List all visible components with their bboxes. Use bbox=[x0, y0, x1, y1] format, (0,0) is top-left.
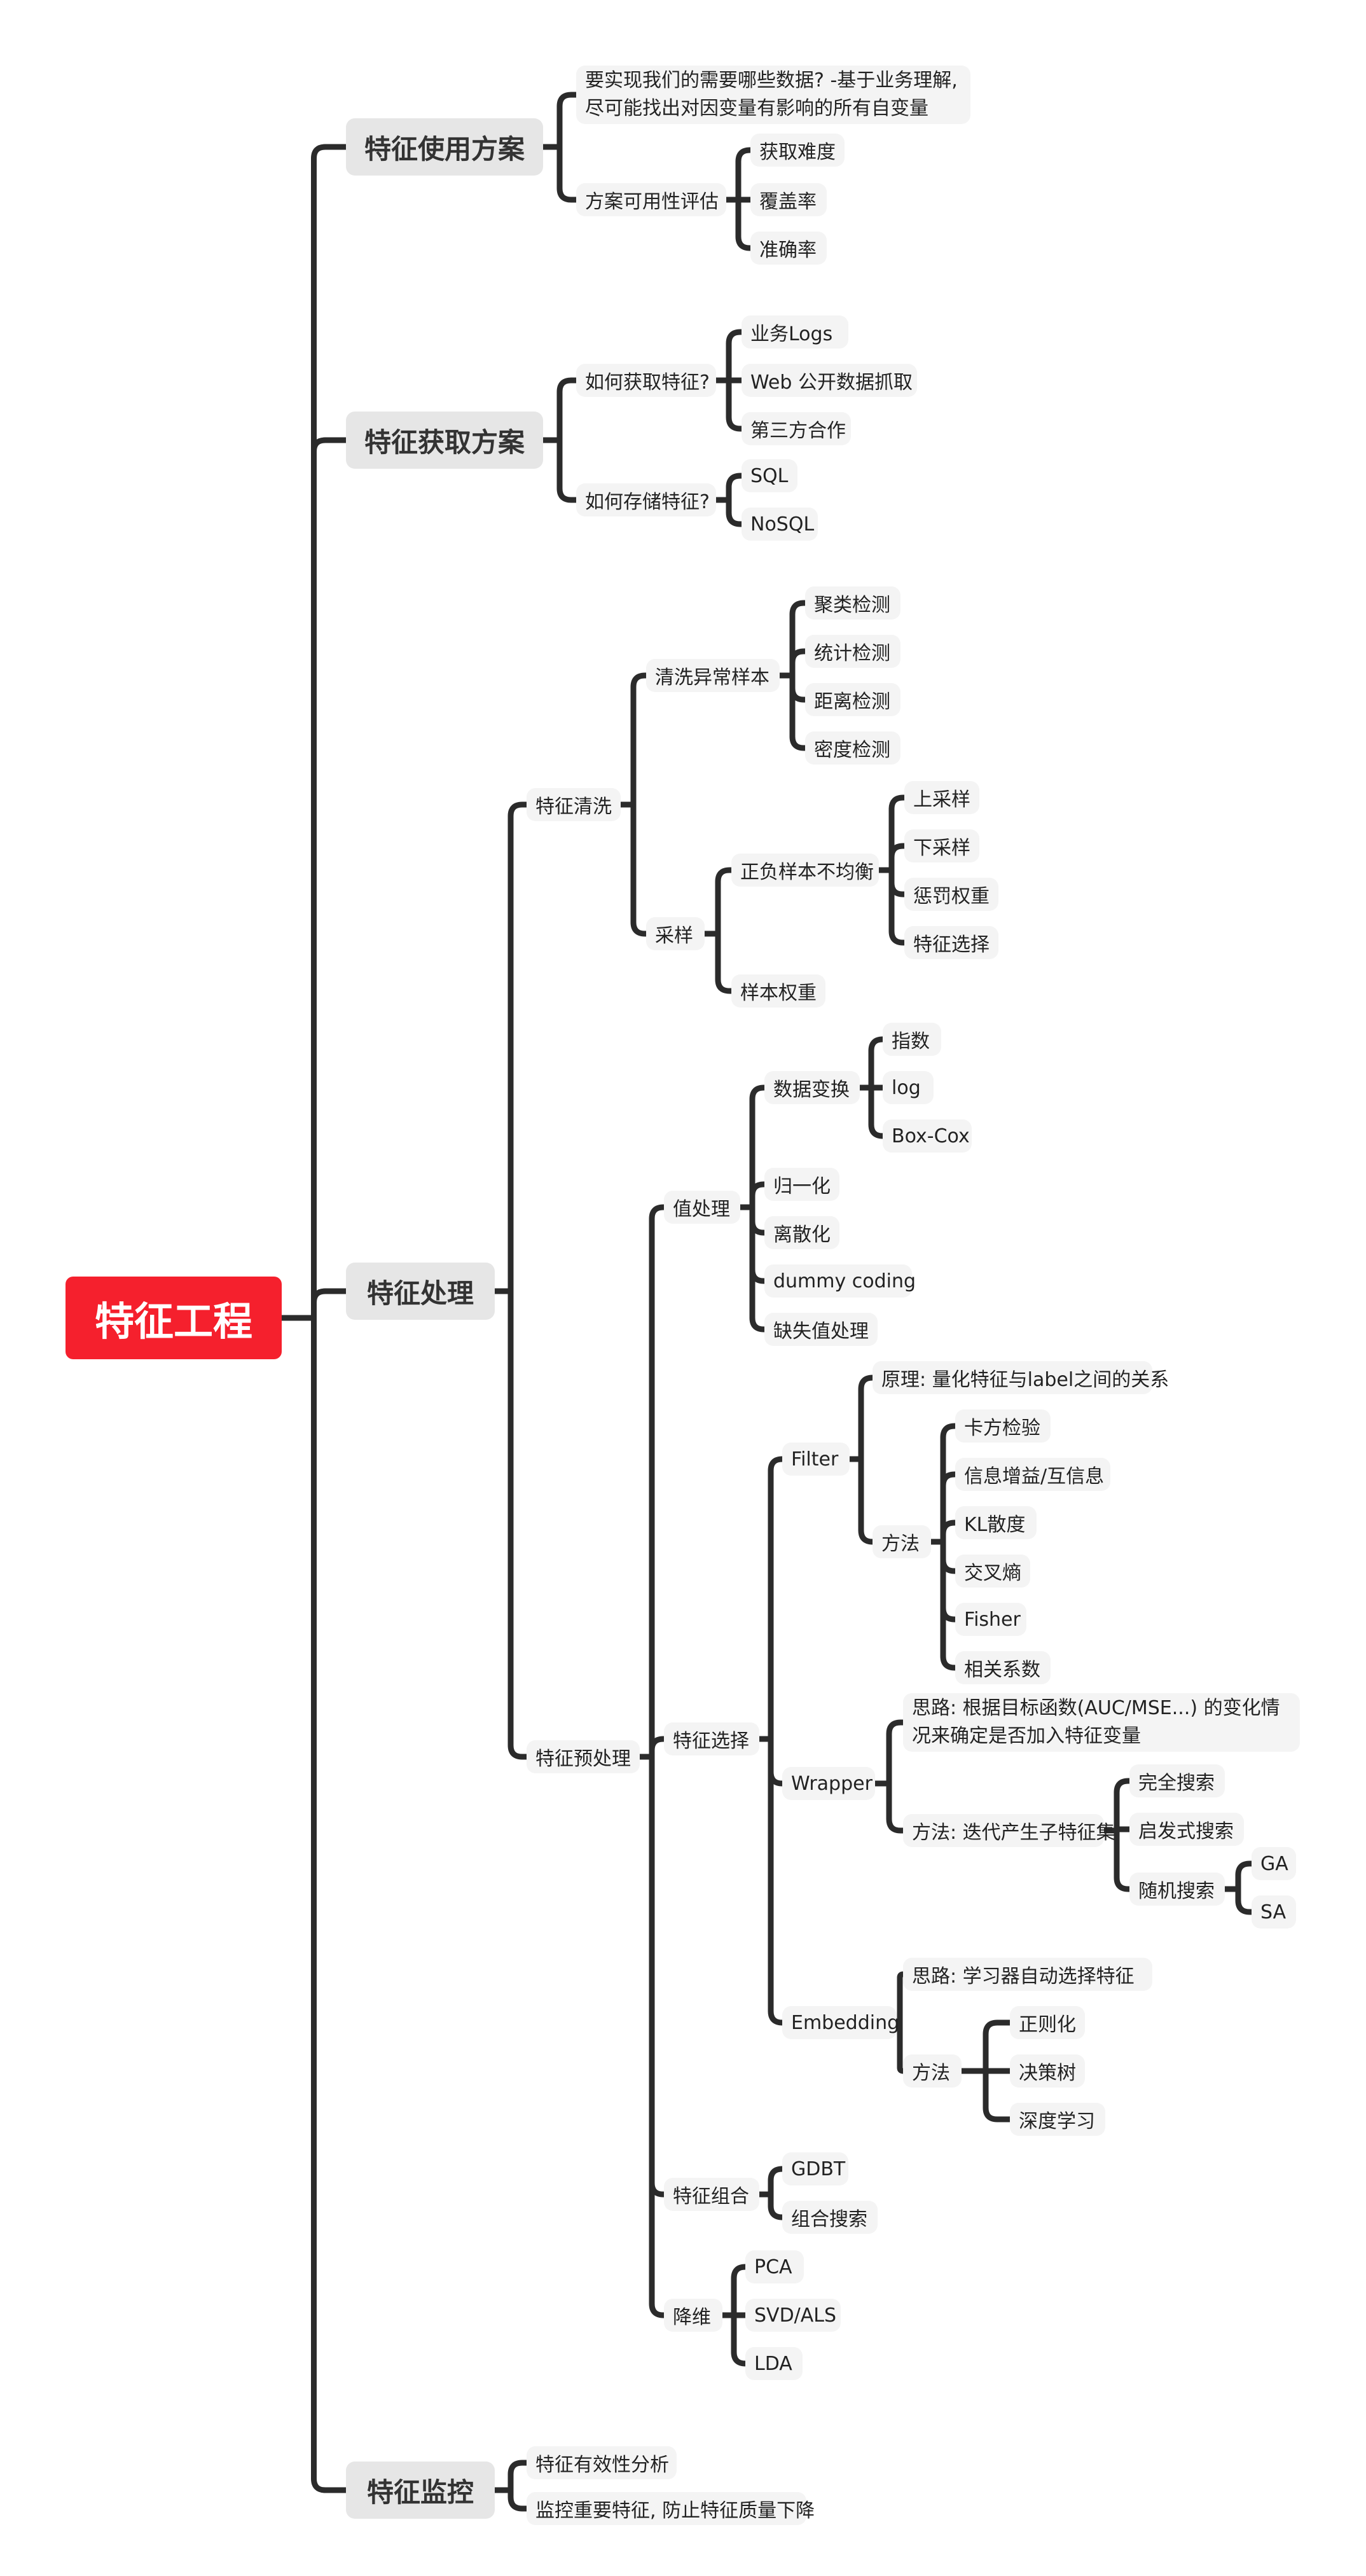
connector-root-node bbox=[279, 144, 349, 2493]
connector-node-clean-abnormal bbox=[776, 600, 808, 751]
node-discretize[interactable]: 离散化 bbox=[764, 1216, 839, 1249]
connector-node-feature-cleaning bbox=[617, 672, 649, 937]
node-feasibility-eval[interactable]: 方案可用性评估 bbox=[576, 183, 726, 216]
node-filter-method[interactable]: 方法 bbox=[873, 1525, 931, 1558]
node-feature-cleaning[interactable]: 特征清洗 bbox=[527, 788, 621, 821]
node-validity-analysis[interactable]: 特征有效性分析 bbox=[527, 2446, 677, 2479]
connector-node-data-transform bbox=[857, 1036, 886, 1139]
node-dummy-coding[interactable]: dummy coding bbox=[764, 1264, 916, 1298]
node-sql[interactable]: SQL bbox=[742, 459, 797, 492]
node-value-processing[interactable]: 值处理 bbox=[664, 1191, 740, 1224]
node-cross-entropy[interactable]: 交叉熵 bbox=[955, 1555, 1030, 1588]
node-deep-learning[interactable]: 深度学习 bbox=[1010, 2103, 1105, 2136]
node-full-search[interactable]: 完全搜索 bbox=[1129, 1764, 1225, 1797]
node-eval-accuracy[interactable]: 准确率 bbox=[750, 232, 827, 265]
node-dim-reduction[interactable]: 降维 bbox=[664, 2299, 722, 2332]
node-distance-detect[interactable]: 距离检测 bbox=[805, 683, 900, 716]
node-pca[interactable]: PCA bbox=[745, 2250, 804, 2283]
node-penalty-weight[interactable]: 惩罚权重 bbox=[904, 878, 998, 911]
node-boxcox[interactable]: Box-Cox bbox=[883, 1119, 972, 1153]
node-lda[interactable]: LDA bbox=[745, 2347, 803, 2380]
connector-node-feature-combination bbox=[756, 2166, 785, 2220]
node-sample-weight[interactable]: 样本权重 bbox=[731, 974, 825, 1008]
node-imbalance[interactable]: 正负样本不均衡 bbox=[731, 854, 879, 887]
node-correlation[interactable]: 相关系数 bbox=[955, 1651, 1051, 1684]
connector-node-wrapper bbox=[872, 1719, 906, 1834]
node-normalize[interactable]: 归一化 bbox=[764, 1168, 839, 1201]
connector-branch-feature-acquisition bbox=[540, 377, 579, 503]
node-feature-selection[interactable]: 特征选择 bbox=[664, 1722, 759, 1755]
root-node[interactable]: 特征工程 bbox=[66, 1277, 282, 1359]
node-upsample[interactable]: 上采样 bbox=[904, 781, 979, 814]
node-log[interactable]: log bbox=[883, 1071, 934, 1104]
node-combo-search[interactable]: 组合搜索 bbox=[782, 2201, 878, 2234]
node-embedding-idea[interactable]: 思路: 学习器自动选择特征 bbox=[903, 1958, 1152, 1991]
node-monitor-important[interactable]: 监控重要特征, 防止特征质量下降 bbox=[527, 2492, 815, 2525]
node-data-transform[interactable]: 数据变换 bbox=[764, 1071, 860, 1104]
node-stat-detect[interactable]: 统计检测 bbox=[805, 635, 900, 668]
node-web-crawl[interactable]: Web 公开数据抓取 bbox=[742, 364, 917, 397]
node-cluster-detect[interactable]: 聚类检测 bbox=[805, 586, 900, 620]
connector-node-filter bbox=[846, 1375, 876, 1545]
node-third-party[interactable]: 第三方合作 bbox=[742, 412, 851, 445]
node-exp[interactable]: 指数 bbox=[883, 1023, 941, 1056]
node-missing-values[interactable]: 缺失值处理 bbox=[764, 1313, 878, 1346]
node-density-detect[interactable]: 密度检测 bbox=[805, 731, 900, 765]
node-ga[interactable]: GA bbox=[1252, 1847, 1296, 1880]
connector-node-feature-selection bbox=[756, 1456, 785, 2026]
node-filter-principle[interactable]: 原理: 量化特征与label之间的关系 bbox=[873, 1361, 1169, 1394]
node-filter[interactable]: Filter bbox=[782, 1443, 850, 1476]
node-svd-als[interactable]: SVD/ALS bbox=[745, 2299, 841, 2332]
node-heuristic-search[interactable]: 启发式搜索 bbox=[1129, 1813, 1244, 1846]
node-decision-tree[interactable]: 决策树 bbox=[1010, 2054, 1085, 2088]
node-wrapper-method[interactable]: 方法: 迭代产生子特征集 bbox=[903, 1814, 1115, 1847]
node-how-get[interactable]: 如何获取特征? bbox=[576, 364, 716, 397]
node-feature-combination[interactable]: 特征组合 bbox=[664, 2178, 759, 2211]
node-fisher[interactable]: Fisher bbox=[955, 1603, 1026, 1636]
node-eval-difficulty[interactable]: 获取难度 bbox=[750, 134, 845, 167]
node-wrapper-idea[interactable]: 思路: 根据目标函数(AUC/MSE...) 的变化情况来确定是否加入特征变量 bbox=[903, 1693, 1300, 1752]
connector-node-sampling bbox=[701, 867, 735, 994]
branch-feature-acquisition[interactable]: 特征获取方案 bbox=[346, 412, 543, 469]
branch-feature-monitoring[interactable]: 特征监控 bbox=[346, 2462, 495, 2519]
node-feature-selection-s[interactable]: 特征选择 bbox=[904, 926, 998, 959]
node-gdbt[interactable]: GDBT bbox=[782, 2152, 848, 2185]
connector-node-how-store bbox=[713, 473, 745, 527]
connector-node-feature-preprocessing bbox=[637, 1204, 667, 2318]
node-business-logs[interactable]: 业务Logs bbox=[742, 315, 848, 349]
branch-feature-processing[interactable]: 特征处理 bbox=[346, 1263, 495, 1320]
node-data-needs[interactable]: 要实现我们的需要哪些数据? -基于业务理解, 尽可能找出对因变量有影响的所有自变… bbox=[576, 66, 970, 124]
branch-feature-usage[interactable]: 特征使用方案 bbox=[346, 118, 543, 176]
connector-node-embedding-method bbox=[958, 2019, 1013, 2122]
node-how-store[interactable]: 如何存储特征? bbox=[576, 483, 716, 516]
node-feature-preprocessing[interactable]: 特征预处理 bbox=[527, 1740, 640, 1773]
connector-branch-feature-processing bbox=[492, 801, 530, 1760]
node-chi-square[interactable]: 卡方检验 bbox=[955, 1409, 1051, 1443]
connector-node-feasibility-eval bbox=[723, 147, 754, 251]
connector-node-random-search bbox=[1222, 1860, 1255, 1915]
connector-node-value-processing bbox=[737, 1084, 768, 1333]
node-eval-coverage[interactable]: 覆盖率 bbox=[750, 183, 827, 216]
connector-branch-feature-monitoring bbox=[492, 2460, 530, 2512]
connector-node-embedding bbox=[893, 1971, 906, 2074]
connector-node-wrapper-method bbox=[1101, 1778, 1133, 1892]
connector-node-imbalance bbox=[876, 794, 907, 946]
node-regularization[interactable]: 正则化 bbox=[1010, 2006, 1085, 2039]
node-nosql[interactable]: NoSQL bbox=[742, 508, 818, 541]
node-clean-abnormal[interactable]: 清洗异常样本 bbox=[646, 659, 780, 692]
node-embedding-method[interactable]: 方法 bbox=[903, 2054, 962, 2088]
node-downsample[interactable]: 下采样 bbox=[904, 829, 979, 862]
node-sampling[interactable]: 采样 bbox=[646, 917, 705, 950]
node-random-search[interactable]: 随机搜索 bbox=[1129, 1873, 1225, 1906]
node-kl-divergence[interactable]: KL散度 bbox=[955, 1506, 1037, 1539]
connector-node-dim-reduction bbox=[719, 2264, 749, 2367]
node-info-gain[interactable]: 信息增益/互信息 bbox=[955, 1458, 1110, 1491]
node-wrapper[interactable]: Wrapper bbox=[782, 1767, 875, 1800]
node-embedding[interactable]: Embedding bbox=[782, 2006, 899, 2039]
connector-node-how-get bbox=[713, 329, 745, 432]
connector-node-filter-method bbox=[928, 1423, 958, 1671]
connector-branch-feature-usage bbox=[540, 92, 579, 203]
node-sa[interactable]: SA bbox=[1252, 1895, 1296, 1929]
